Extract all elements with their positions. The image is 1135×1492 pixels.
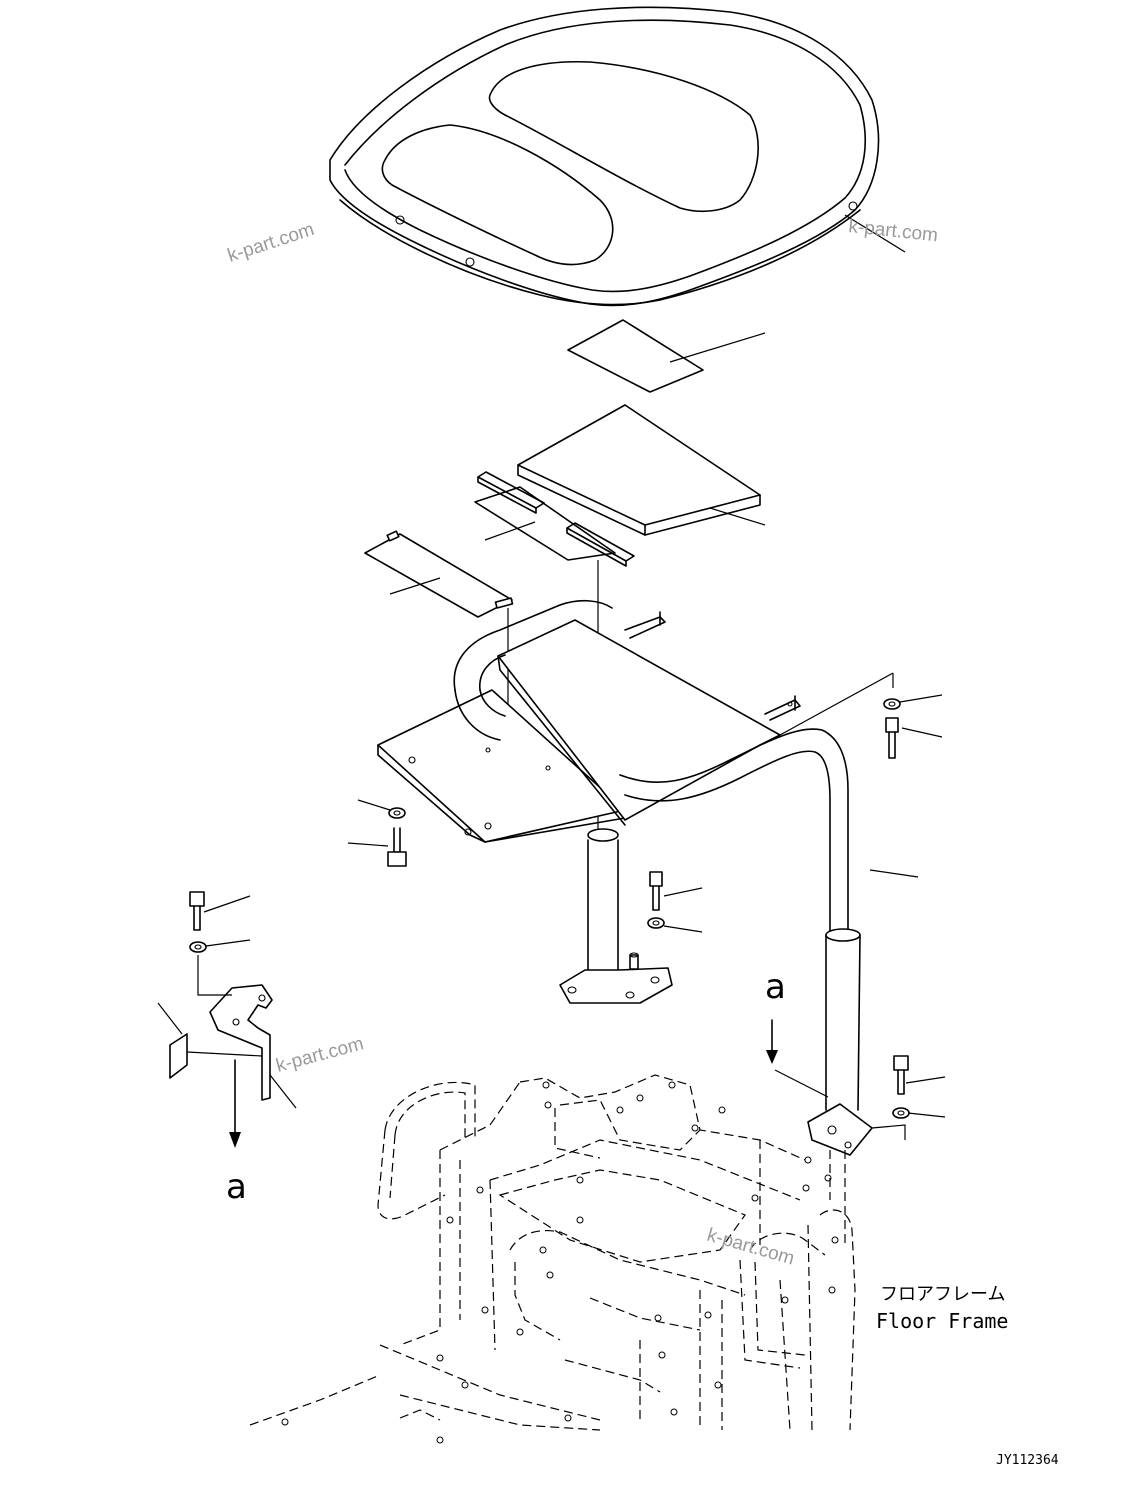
floor-frame-label-en: Floor Frame xyxy=(876,1309,1008,1333)
bolt-right-top xyxy=(779,672,943,759)
spacer-strips xyxy=(474,471,635,567)
watermark: k-part.com xyxy=(705,1225,797,1270)
bolt-left-bracket xyxy=(189,891,251,953)
left-bracket xyxy=(157,955,297,1148)
floor-frame xyxy=(249,1074,856,1444)
watermark: k-part.com xyxy=(847,216,938,246)
seat-stand xyxy=(377,599,849,1004)
seat-sheet xyxy=(567,319,766,393)
view-a-label-top: a xyxy=(765,967,786,1007)
floor-frame-label-jp: フロアフレーム xyxy=(880,1284,1005,1305)
watermark: k-part.com xyxy=(274,1033,366,1077)
gasket-sheet xyxy=(364,530,514,618)
watermark: k-part.com xyxy=(225,219,317,267)
seat-cushion xyxy=(329,6,906,307)
bolt-right-bottom xyxy=(871,1055,946,1140)
bolt-center xyxy=(647,871,703,933)
drawing-number: JY112364 xyxy=(996,1453,1059,1468)
handrail-post xyxy=(807,869,919,1156)
bolt-left-middle xyxy=(347,799,407,867)
view-a-arrow xyxy=(766,1019,829,1098)
view-a-label-bottom: a xyxy=(226,1167,247,1207)
seat-pad xyxy=(517,404,766,536)
